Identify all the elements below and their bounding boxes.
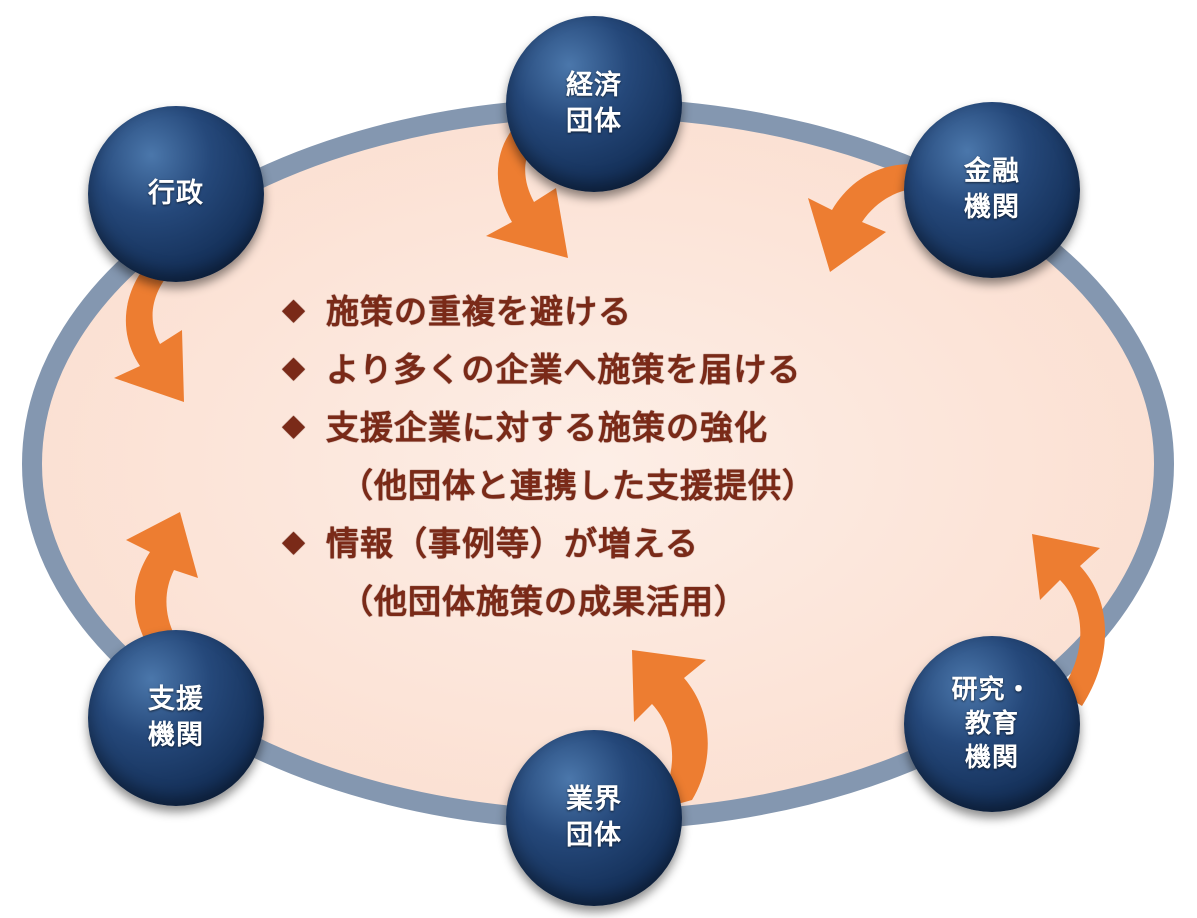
diamond-bullet-icon: ◆ [282, 291, 307, 327]
node-label-line: 機関 [148, 720, 204, 751]
arrow-shien [126, 512, 198, 650]
benefits-list: ◆ 施策の重複を避ける ◆ より多くの企業へ施策を届ける ◆ 支援企業に対する施… [282, 280, 982, 628]
node-keizai-dantai: 経済 団体 [506, 16, 682, 192]
node-shien-kikan: 支援 機関 [88, 630, 264, 806]
node-gyosei: 行政 [88, 106, 264, 282]
node-label-line: 業界 [566, 784, 622, 815]
arrow-kenkyu [1032, 534, 1106, 706]
benefit-item: ◆ 施策の重複を避ける [282, 280, 982, 338]
node-kinyu-kikan: 金融 機関 [904, 102, 1080, 278]
node-label-line: 機関 [964, 743, 1019, 773]
benefit-item: ◆ 情報（事例等）が増える [282, 512, 982, 570]
node-label-line: 研究・ [951, 675, 1033, 705]
node-label-line: 経済 [566, 70, 622, 101]
arrow-gyokai [632, 650, 708, 810]
diamond-bullet-icon: ◆ [282, 407, 307, 443]
arrow-gyosei [114, 252, 184, 402]
arrow-keizai [486, 112, 568, 258]
benefit-subtext: （他団体施策の成果活用） [340, 582, 748, 621]
diamond-bullet-icon: ◆ [282, 349, 307, 385]
benefit-text: 支援企業に対する施策の強化 [326, 408, 768, 447]
benefit-text: より多くの企業へ施策を届ける [326, 350, 802, 389]
node-kenkyu-kyoiku-kikan: 研究・ 教育 機関 [904, 636, 1080, 812]
node-label-line: 団体 [566, 820, 622, 851]
node-label-line: 支援 [148, 684, 204, 715]
benefit-text: 情報（事例等）が増える [326, 524, 700, 563]
node-label-line: 金融 [964, 156, 1020, 187]
benefit-item: ◆ より多くの企業へ施策を届ける [282, 338, 982, 396]
node-gyokai-dantai: 業界 団体 [506, 730, 682, 906]
node-label-line: 行政 [148, 178, 204, 209]
arrow-kinyu [808, 164, 930, 272]
node-label-line: 教育 [964, 709, 1019, 739]
node-label-line: 機関 [964, 192, 1020, 223]
diamond-bullet-icon: ◆ [282, 523, 307, 559]
benefit-subtext: （他団体と連携した支援提供） [340, 466, 816, 505]
benefit-item: ◆ 支援企業に対する施策の強化 [282, 396, 982, 454]
benefit-text: 施策の重複を避ける [326, 292, 632, 331]
node-label-line: 団体 [566, 106, 622, 137]
